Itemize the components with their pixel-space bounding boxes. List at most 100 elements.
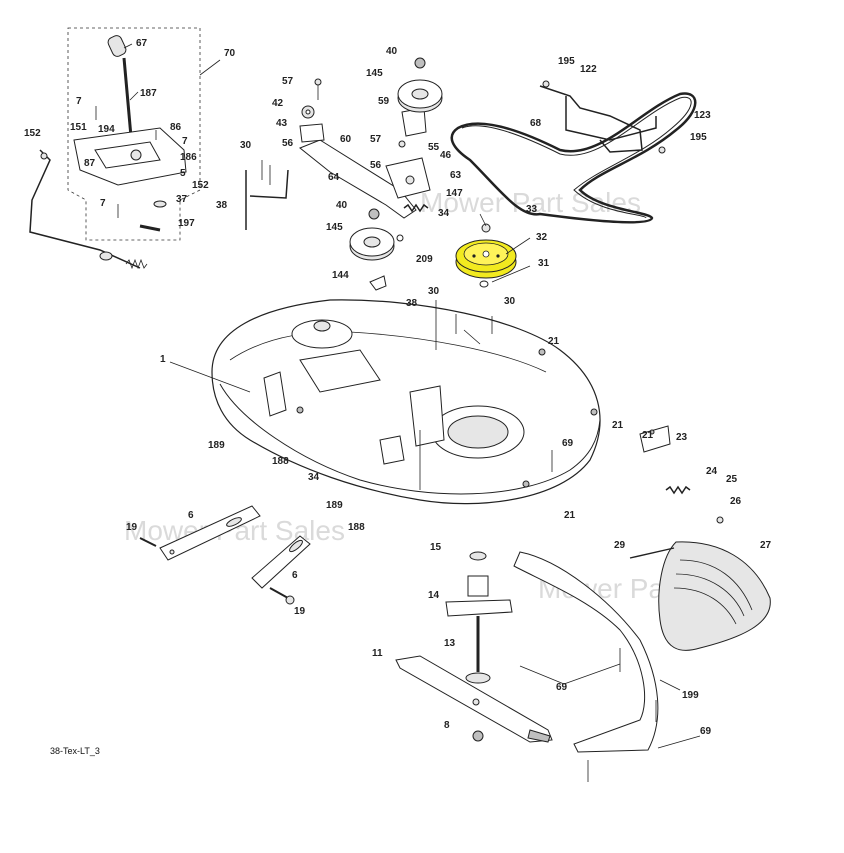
leader-lines bbox=[123, 43, 701, 749]
callout-21-c: 21 bbox=[642, 430, 654, 441]
callout-24: 24 bbox=[706, 466, 718, 477]
callout-34-b: 34 bbox=[308, 472, 320, 483]
callout-209: 209 bbox=[416, 254, 433, 265]
callout-57-a: 57 bbox=[282, 76, 294, 87]
callout-38-b: 38 bbox=[406, 298, 418, 309]
callout-27: 27 bbox=[760, 540, 772, 551]
callout-42: 42 bbox=[272, 98, 284, 109]
callout-7-c: 7 bbox=[100, 198, 106, 209]
callout-123: 123 bbox=[694, 110, 711, 121]
callout-55: 55 bbox=[428, 142, 440, 153]
callout-70: 70 bbox=[224, 48, 236, 59]
callout-60: 60 bbox=[340, 134, 352, 145]
callout-188-a: 188 bbox=[272, 456, 289, 467]
discharge-chute[interactable] bbox=[629, 541, 771, 651]
callout-7-b: 7 bbox=[182, 136, 188, 147]
callout-199: 199 bbox=[682, 690, 699, 701]
callout-32: 32 bbox=[536, 232, 548, 243]
deflector-baffle[interactable] bbox=[513, 551, 659, 782]
callout-69-b: 69 bbox=[556, 682, 568, 693]
callout-30-a: 30 bbox=[240, 140, 252, 151]
front-hanger-bracket-lower[interactable] bbox=[251, 535, 311, 605]
callout-1: 1 bbox=[160, 354, 166, 365]
callout-147: 147 bbox=[446, 188, 463, 199]
callout-21-b: 21 bbox=[612, 420, 624, 431]
callout-189-b: 189 bbox=[326, 500, 343, 511]
chute-bracket[interactable] bbox=[639, 425, 724, 524]
idler-arm-assembly[interactable] bbox=[299, 78, 431, 219]
callout-30-b: 30 bbox=[428, 286, 440, 297]
deck-pulley-highlighted[interactable] bbox=[455, 239, 517, 279]
callout-7-a: 7 bbox=[76, 96, 82, 107]
callout-21-a: 21 bbox=[548, 336, 560, 347]
callout-33: 33 bbox=[526, 204, 538, 215]
lift-lever-assembly[interactable] bbox=[67, 27, 221, 241]
callout-69-a: 69 bbox=[562, 438, 574, 449]
callout-64: 64 bbox=[328, 172, 340, 183]
mower-blade[interactable] bbox=[395, 655, 553, 743]
pulley-washer[interactable] bbox=[479, 280, 489, 288]
callout-56-a: 56 bbox=[282, 138, 294, 149]
callout-152-a: 152 bbox=[24, 128, 41, 139]
callout-21-d: 21 bbox=[564, 510, 576, 521]
callout-152-b: 152 bbox=[192, 180, 209, 191]
callout-13: 13 bbox=[444, 638, 456, 649]
callout-187: 187 bbox=[140, 88, 157, 99]
callout-144: 144 bbox=[332, 270, 349, 281]
callout-87: 87 bbox=[84, 158, 96, 169]
callout-57-b: 57 bbox=[370, 134, 382, 145]
callout-5: 5 bbox=[180, 168, 186, 179]
callout-186: 186 bbox=[180, 152, 197, 163]
adjustment-rod[interactable] bbox=[245, 160, 289, 230]
callout-69-c: 69 bbox=[700, 726, 712, 737]
callout-195-b: 195 bbox=[690, 132, 707, 143]
front-hanger-bracket-upper[interactable] bbox=[139, 505, 261, 561]
callout-14: 14 bbox=[428, 590, 440, 601]
idler-pulley-lower[interactable] bbox=[349, 208, 404, 261]
callout-43: 43 bbox=[276, 118, 288, 129]
callout-19-a: 19 bbox=[126, 522, 138, 533]
callout-63: 63 bbox=[450, 170, 462, 181]
callout-46: 46 bbox=[440, 150, 452, 161]
callout-40-b: 40 bbox=[336, 200, 348, 211]
callout-86: 86 bbox=[170, 122, 182, 133]
callout-67: 67 bbox=[136, 38, 148, 49]
callout-34-a: 34 bbox=[438, 208, 450, 219]
callout-30-c: 30 bbox=[504, 296, 516, 307]
callout-68: 68 bbox=[530, 118, 542, 129]
deck-drive-belt[interactable] bbox=[450, 92, 697, 224]
callout-40-a: 40 bbox=[386, 46, 398, 57]
callout-145-a: 145 bbox=[366, 68, 383, 79]
lift-link-rod[interactable] bbox=[29, 149, 148, 270]
callout-31: 31 bbox=[538, 258, 550, 269]
belt-guide-bracket[interactable] bbox=[539, 80, 666, 154]
callout-194: 194 bbox=[98, 124, 115, 135]
callout-29: 29 bbox=[614, 540, 626, 551]
blade-spindle-assembly[interactable] bbox=[445, 551, 513, 684]
callout-37: 37 bbox=[176, 194, 188, 205]
callout-26: 26 bbox=[730, 496, 742, 507]
callout-197: 197 bbox=[178, 218, 195, 229]
callout-19-b: 19 bbox=[294, 606, 306, 617]
callout-6-b: 6 bbox=[292, 570, 298, 581]
callout-15: 15 bbox=[430, 542, 442, 553]
callout-189-a: 189 bbox=[208, 440, 225, 451]
callout-151: 151 bbox=[70, 122, 87, 133]
callout-25: 25 bbox=[726, 474, 738, 485]
callout-labels: 67 70 187 7 86 151 194 7 152 87 186 5 15… bbox=[24, 38, 772, 737]
idler-pulley-upper[interactable] bbox=[397, 57, 443, 113]
callout-122: 122 bbox=[580, 64, 597, 75]
callout-23: 23 bbox=[676, 432, 688, 443]
callout-188-b: 188 bbox=[348, 522, 365, 533]
pulley-nut[interactable] bbox=[481, 223, 491, 233]
mower-deck-housing[interactable] bbox=[211, 299, 601, 505]
callout-56-b: 56 bbox=[370, 160, 382, 171]
callout-59: 59 bbox=[378, 96, 390, 107]
callout-38-a: 38 bbox=[216, 200, 228, 211]
callout-145-b: 145 bbox=[326, 222, 343, 233]
callout-8: 8 bbox=[444, 720, 450, 731]
belt-guide[interactable] bbox=[369, 275, 387, 291]
diagram-reference: 38-Tex-LT_3 bbox=[50, 746, 100, 756]
callout-195-a: 195 bbox=[558, 56, 575, 67]
